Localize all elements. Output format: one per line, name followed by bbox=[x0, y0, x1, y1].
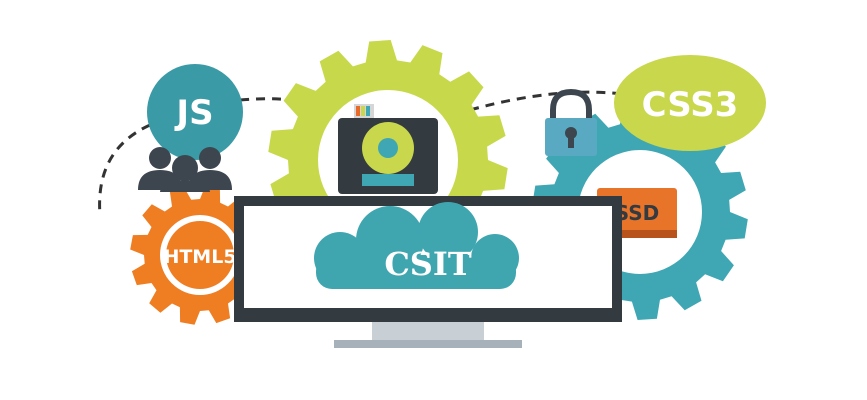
center-label: CSIT bbox=[384, 245, 472, 283]
connector-js-html bbox=[98, 123, 151, 216]
html5-label: HTML5 bbox=[163, 246, 236, 268]
js-badge-circle bbox=[147, 64, 243, 160]
hard-drive-icon bbox=[338, 104, 438, 194]
ssd-label: SSD bbox=[615, 201, 660, 225]
css3-label: CSS3 bbox=[642, 85, 739, 125]
users-icon bbox=[138, 147, 232, 192]
connector-gear-css bbox=[469, 90, 631, 112]
monitor-stand bbox=[334, 340, 522, 348]
js-badge: JS bbox=[147, 64, 243, 160]
cloud-icon bbox=[314, 202, 519, 289]
css3-badge-ellipse bbox=[614, 55, 766, 151]
lock-icon bbox=[545, 88, 597, 156]
html5-badge: HTML5 bbox=[162, 217, 238, 293]
css3-badge: CSS3 bbox=[614, 55, 766, 151]
js-label: JS bbox=[174, 93, 213, 133]
monitor-neck bbox=[372, 322, 484, 344]
